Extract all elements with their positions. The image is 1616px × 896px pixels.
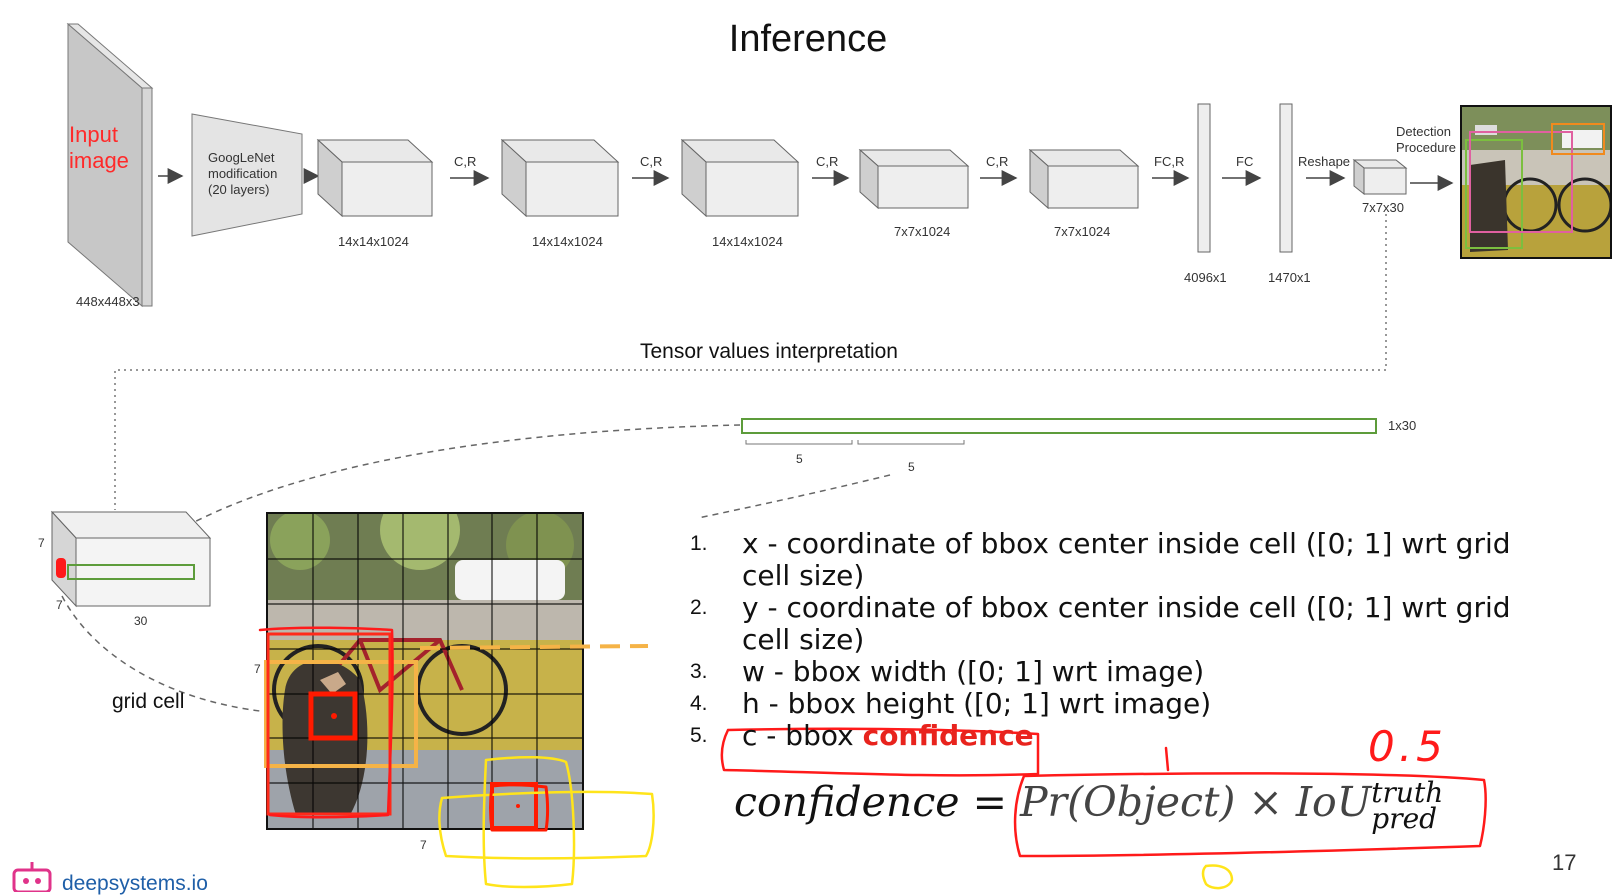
- arrow-label: FC: [1236, 154, 1254, 169]
- arrow-label: C,R: [816, 154, 839, 169]
- arrow-label: C,R: [454, 154, 477, 169]
- fc1-dims-label: 4096x1: [1184, 270, 1227, 285]
- block-dims-label: 7x7x1024: [894, 224, 951, 239]
- fc2-dims-label: 1470x1: [1268, 270, 1311, 285]
- grid-dim-label: 7: [420, 838, 427, 852]
- fc-layer-2: [1279, 103, 1293, 253]
- page-number: 17: [1552, 850, 1577, 875]
- handwritten-note: 0.5: [1368, 722, 1447, 771]
- arrow-label: C,R: [640, 154, 663, 169]
- conv-block-3: [680, 138, 800, 218]
- block-dims-label: 14x14x1024: [712, 234, 783, 249]
- arrow-label: C,R: [986, 154, 1009, 169]
- definition-item: 2. y - coordinate of bbox center inside …: [690, 591, 1511, 656]
- definition-item: 5. c - bbox confidence: [690, 719, 1034, 752]
- grid-photo: [264, 512, 649, 830]
- detection-output-image: [1460, 105, 1612, 259]
- cell-dim-label: 7: [56, 598, 63, 612]
- grid-cell-label: grid cell: [112, 690, 185, 713]
- slide-title: Inference: [728, 18, 888, 60]
- conv-block-1: [316, 138, 434, 218]
- googlenet-label: GoogLeNet modification (20 layers): [208, 150, 278, 197]
- handwritten-annotations: [258, 626, 1487, 890]
- grid-cell-tensor-block: [50, 510, 212, 608]
- grid-dim-label: 7: [254, 662, 261, 676]
- block-dims-label: 14x14x1024: [338, 234, 409, 249]
- arrow-label: FC,R: [1154, 154, 1185, 169]
- detection-procedure-label: Detection Procedure: [1396, 124, 1456, 155]
- block-dims-label: 14x14x1024: [532, 234, 603, 249]
- definition-item: 3. w - bbox width ([0; 1] wrt image): [690, 655, 1205, 688]
- dotted-connector: [114, 214, 1387, 510]
- conv-block-5: [1028, 148, 1140, 210]
- arrow-label: Reshape: [1298, 154, 1351, 169]
- vector-dims-label: 1x30: [1388, 418, 1417, 433]
- output-dims-label: 7x7x30: [1362, 200, 1404, 215]
- definition-item: 1. x - coordinate of bbox center inside …: [690, 527, 1511, 592]
- brace-label: 5: [796, 452, 803, 466]
- input-image-slab: [66, 22, 154, 308]
- input-dims-label: 448x448x3: [76, 294, 140, 309]
- output-block: [1352, 158, 1408, 196]
- input-image-label: Input image: [69, 122, 129, 173]
- tensor-vector-1x30: [741, 418, 1377, 434]
- brand-logo-icon: [12, 862, 52, 892]
- conv-block-4: [858, 148, 970, 210]
- conv-block-2: [500, 138, 620, 218]
- tensor-section-title: Tensor values interpretation: [640, 340, 898, 363]
- cell-dim-label: 7: [38, 536, 45, 550]
- cell-dim-label: 30: [134, 614, 148, 628]
- brace-label: 5: [908, 460, 915, 474]
- definition-item: 4. h - bbox height ([0; 1] wrt image): [690, 687, 1212, 720]
- googlenet-block: [191, 113, 303, 237]
- brand-name: deepsystems.io: [62, 872, 208, 895]
- tensor-definitions-list: 1. x - coordinate of bbox center inside …: [690, 528, 1520, 752]
- fc-layer-1: [1197, 103, 1211, 253]
- block-dims-label: 7x7x1024: [1054, 224, 1111, 239]
